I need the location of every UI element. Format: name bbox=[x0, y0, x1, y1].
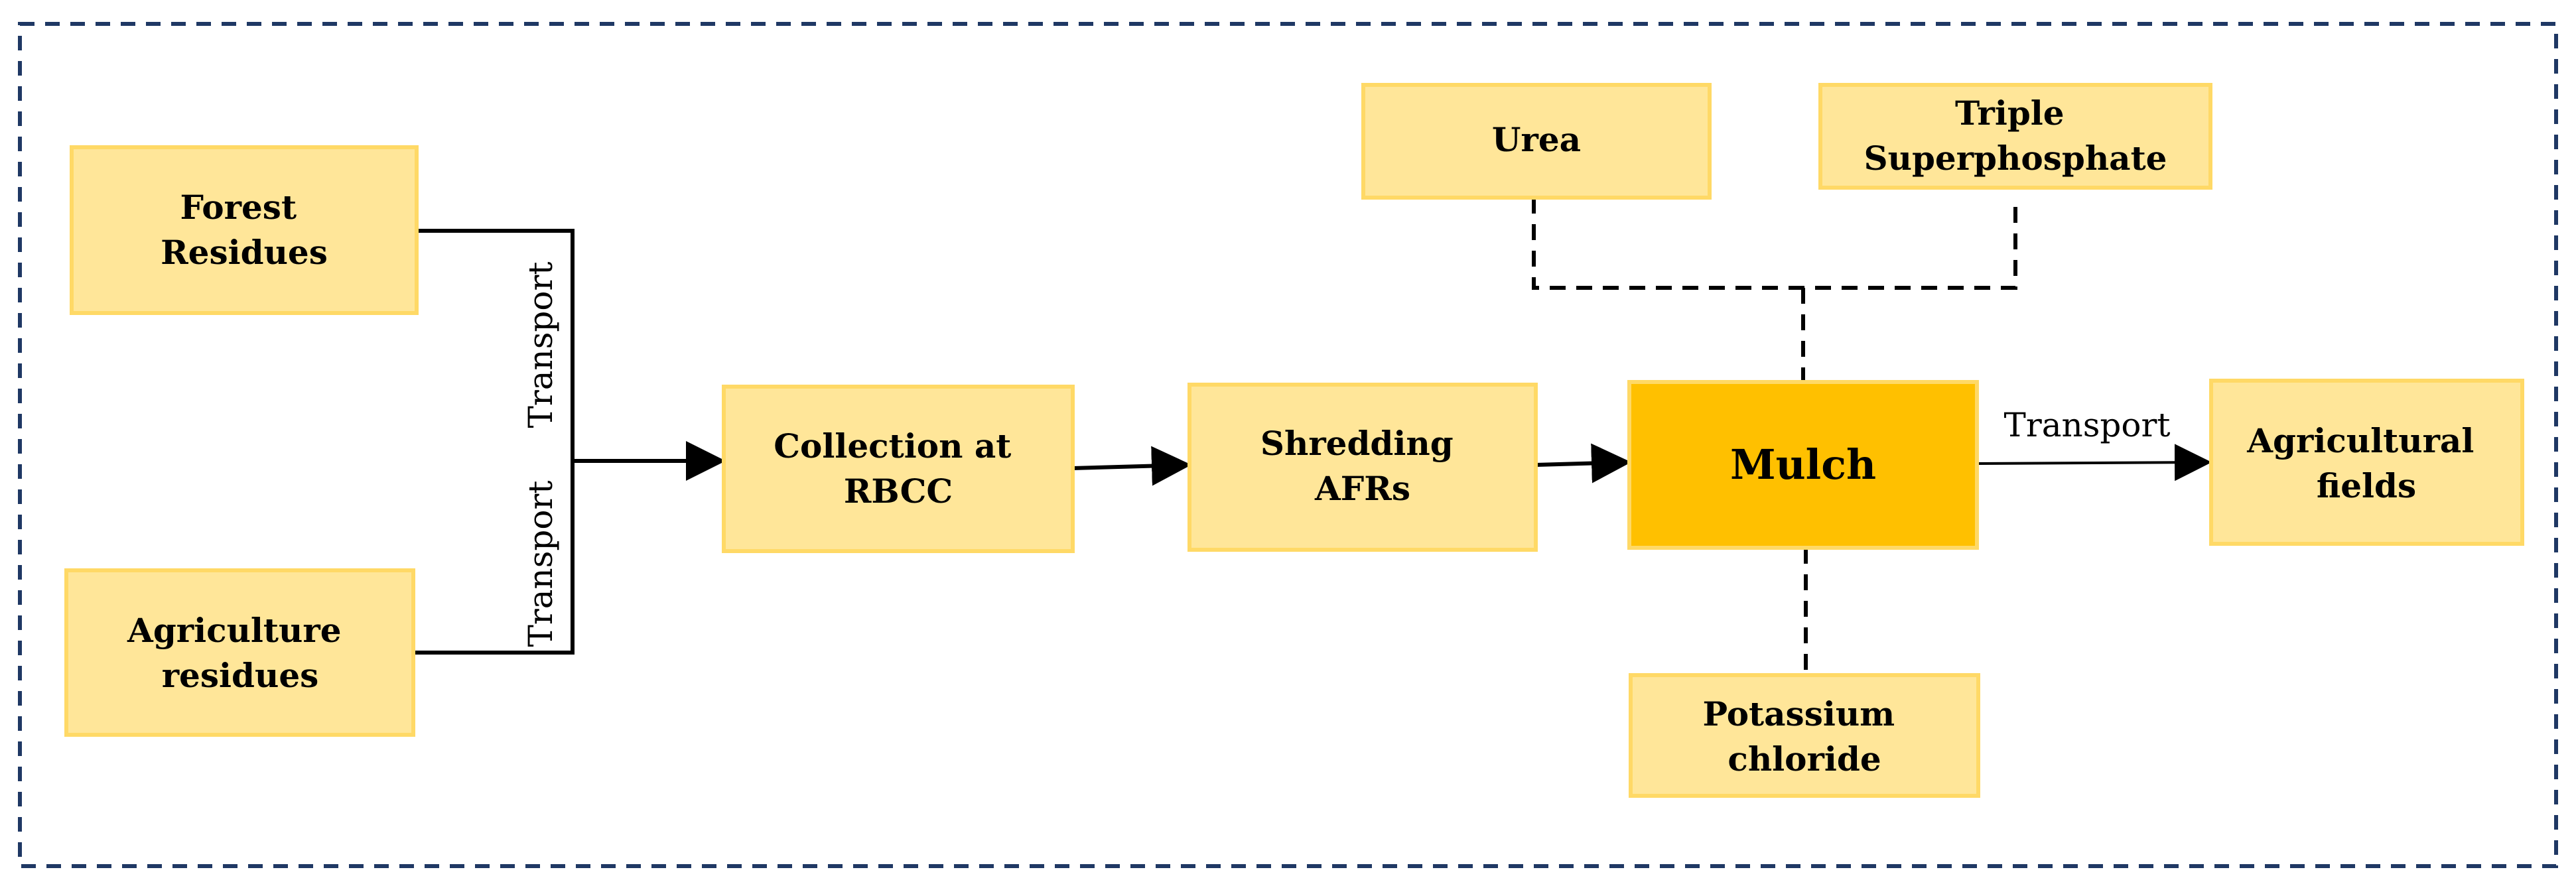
triple-superphosphate-label-line1: Triple bbox=[1955, 94, 2065, 133]
shredding-label-line2: AFRs bbox=[1314, 469, 1410, 508]
collection-label: Collection at RBCC bbox=[774, 426, 1023, 511]
forest-to-junction-line bbox=[417, 229, 575, 461]
urea-label: Urea bbox=[1492, 120, 1581, 159]
triple-superphosphate-box bbox=[1818, 83, 2212, 190]
agriculture-residues-box bbox=[64, 568, 415, 737]
forest-residues-label-line2: Residues bbox=[161, 233, 328, 272]
shredding-label: Shredding AFRs bbox=[1260, 424, 1465, 508]
potassium-chloride-label-line2: chloride bbox=[1728, 739, 1881, 779]
mulch-label: Mulch bbox=[1730, 440, 1876, 489]
forest-residues-label-line1: Forest bbox=[180, 188, 297, 227]
urea-box bbox=[1361, 83, 1712, 200]
potassium-chloride-label: Potassium chloride bbox=[1702, 694, 1906, 779]
collection-box bbox=[722, 385, 1075, 553]
forest-transport-label: Transport bbox=[521, 261, 560, 428]
triple-superphosphate-label: Triple Superphosphate bbox=[1864, 94, 2167, 178]
collection-to-shredding-arrow bbox=[1072, 446, 1191, 486]
agricultural-fields-label: Agricultural fields bbox=[2246, 421, 2486, 505]
agriculture-residues-label: Agriculture residues bbox=[127, 611, 353, 695]
agricultural-fields-label-line2: fields bbox=[2317, 466, 2416, 505]
agriculture-residues-label-line1: Agriculture bbox=[127, 611, 342, 650]
potassium-chloride-label-line1: Potassium bbox=[1702, 694, 1895, 733]
agricultural-fields-label-line1: Agricultural bbox=[2246, 421, 2474, 460]
agriculture-residues-label-line2: residues bbox=[162, 656, 319, 695]
shredding-box bbox=[1187, 383, 1538, 552]
shredding-to-mulch-arrow bbox=[1535, 443, 1631, 483]
shredding-label-line1: Shredding bbox=[1260, 424, 1454, 463]
mulch-to-fields-arrow bbox=[1976, 444, 2212, 481]
potassium-chloride-box bbox=[1629, 673, 1980, 798]
urea-dashed-connector bbox=[1532, 198, 2017, 290]
connectors bbox=[413, 198, 2212, 675]
agricultural-fields-box bbox=[2209, 379, 2524, 546]
forest-residues-label: Forest Residues bbox=[161, 188, 328, 272]
collection-label-line1: Collection at bbox=[774, 426, 1011, 466]
forest-residues-box bbox=[70, 145, 419, 315]
mulch-transport-label: Transport bbox=[2003, 406, 2170, 444]
triple-superphosphate-label-line2: Superphosphate bbox=[1864, 139, 2167, 178]
diagram-frame bbox=[18, 22, 2558, 868]
mulch-box bbox=[1627, 380, 1979, 550]
agriculture-to-junction-line bbox=[413, 461, 575, 655]
collection-label-line2: RBCC bbox=[844, 472, 953, 511]
agriculture-transport-label: Transport bbox=[521, 480, 560, 647]
